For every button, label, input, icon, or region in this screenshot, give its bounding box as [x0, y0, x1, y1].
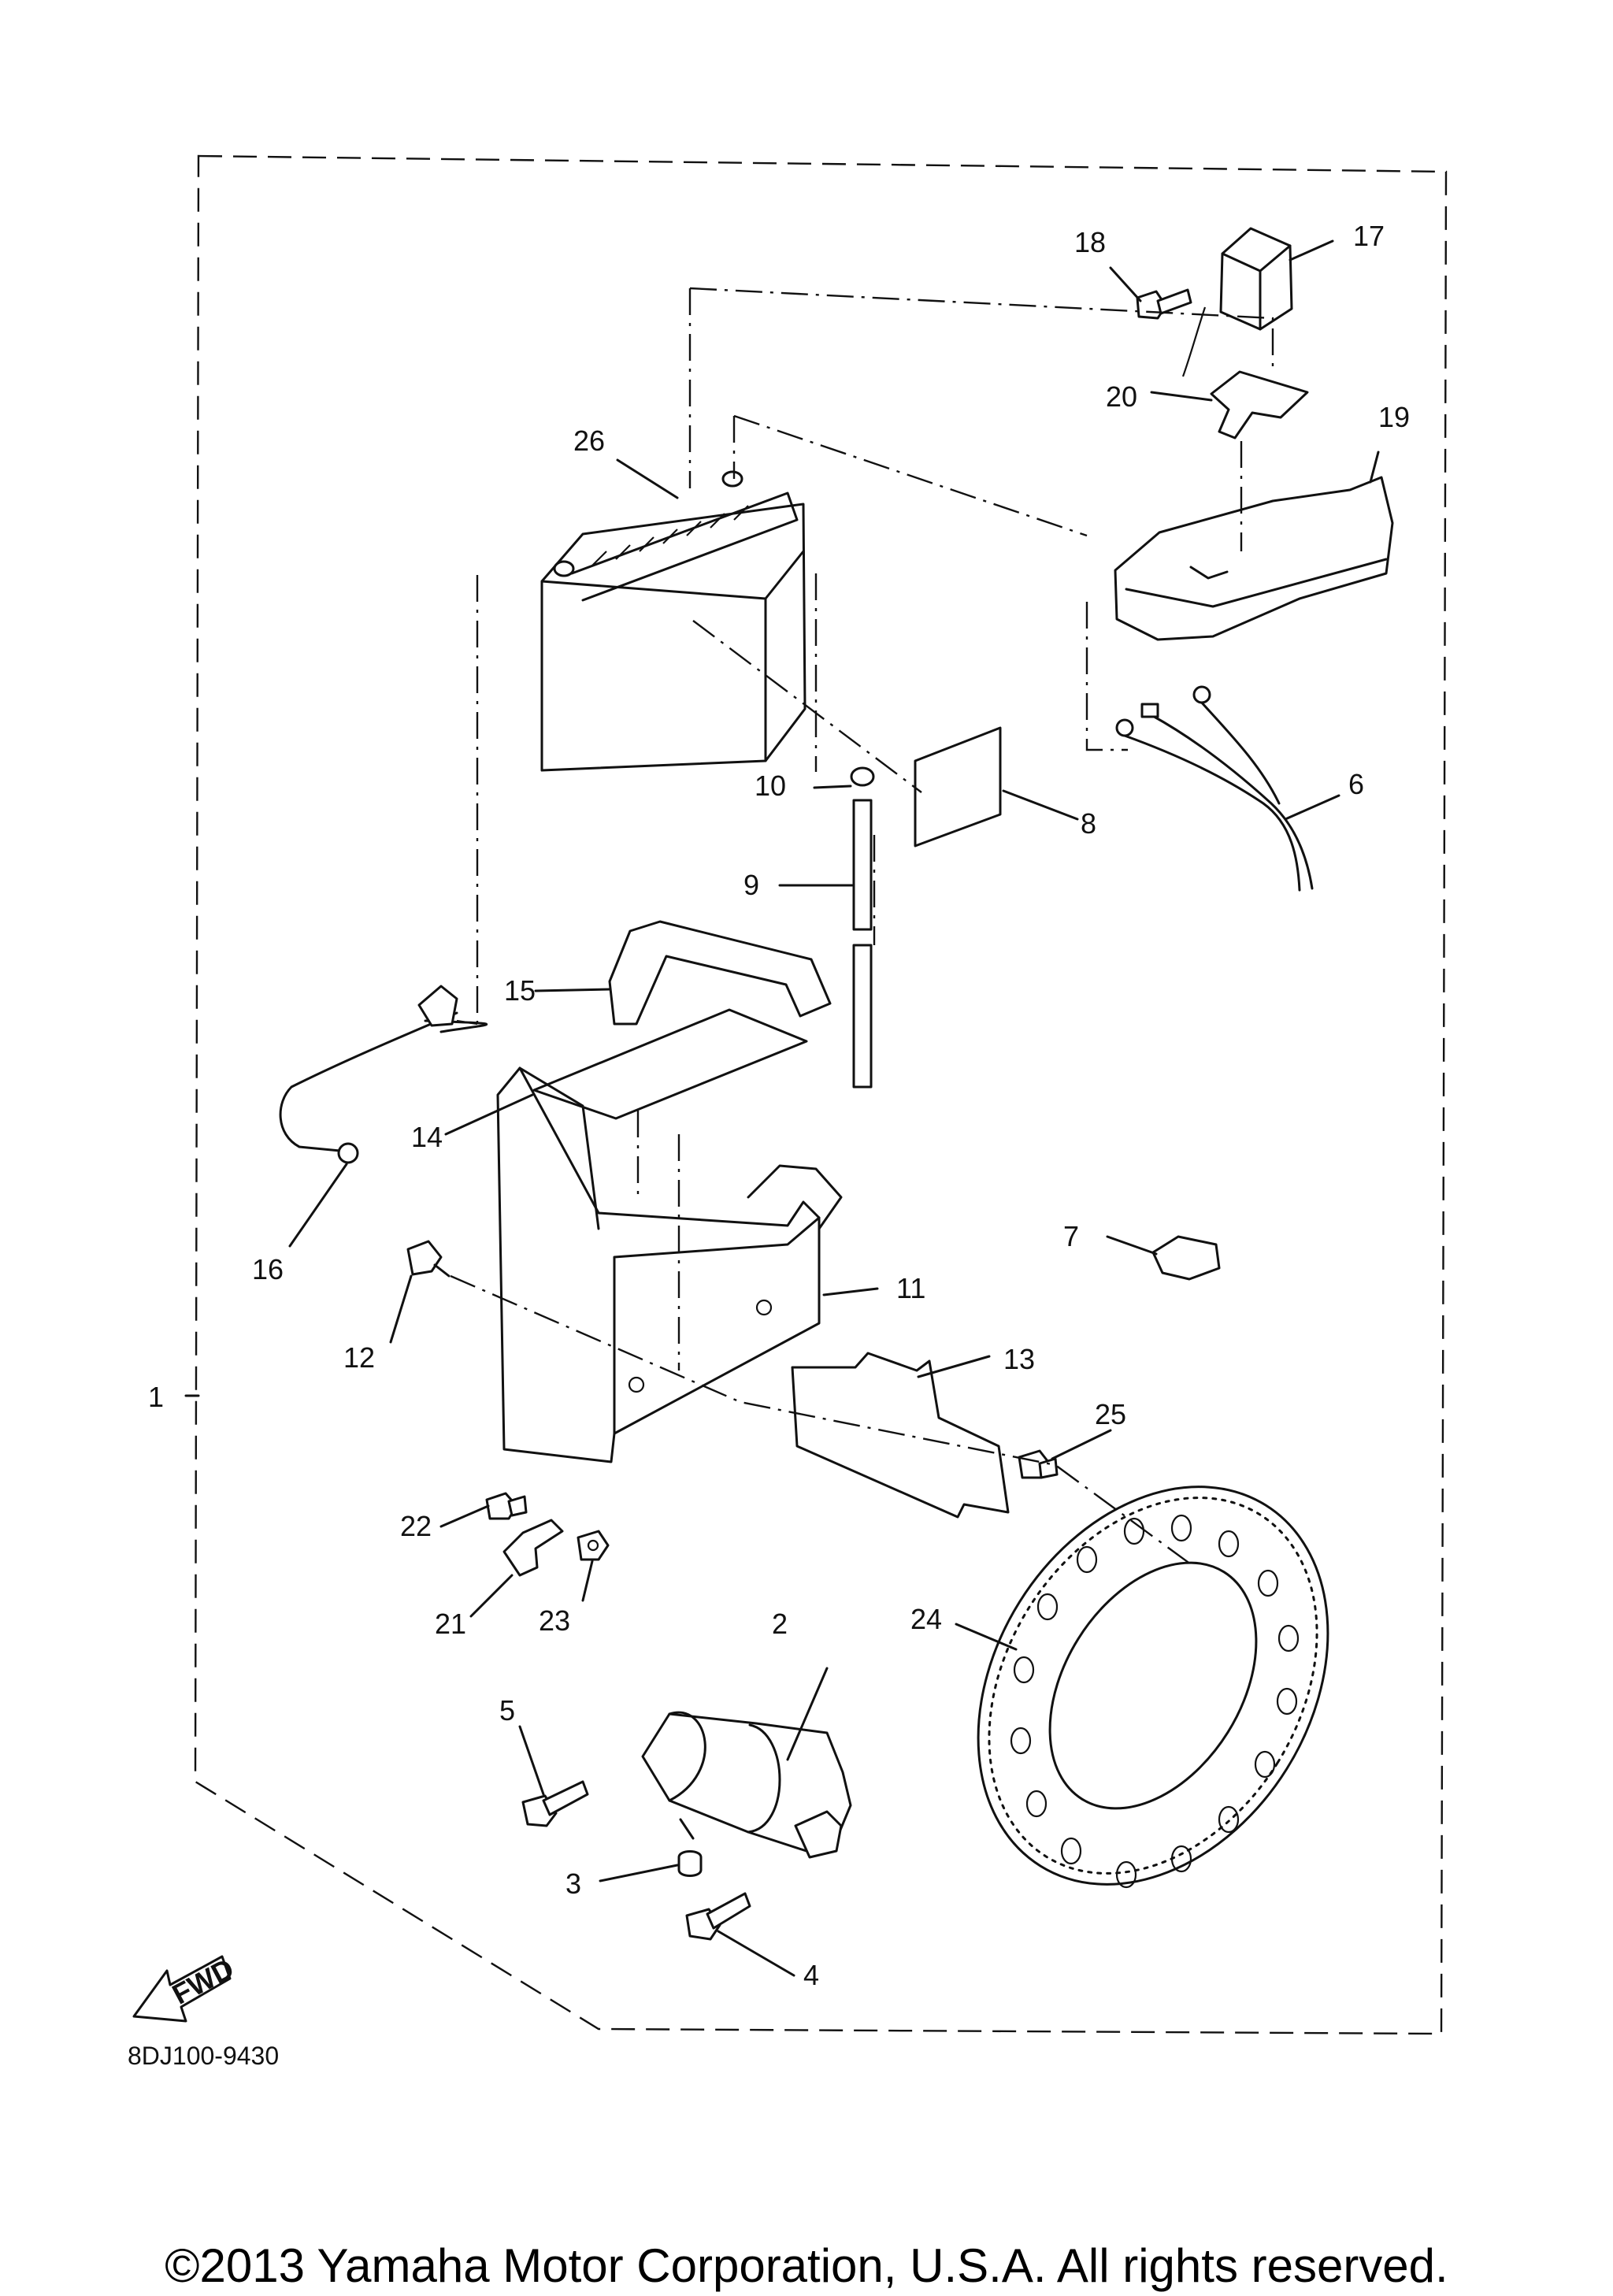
starter-motor: [641, 1711, 852, 1859]
assembly-boundary: [194, 154, 1448, 2035]
heat-protector: [791, 1352, 1010, 1519]
copyright-notice: ©2013 Yamaha Motor Corporation, U.S.A. A…: [165, 2239, 1448, 2292]
minus-lead: [279, 985, 488, 1164]
battery-cover-sheet: [532, 1008, 808, 1120]
callout-4: 4: [803, 1959, 819, 1991]
bolt-22: [485, 1492, 528, 1520]
callout-9: 9: [743, 869, 759, 901]
nut-23: [577, 1530, 610, 1561]
callout-19: 19: [1378, 401, 1410, 433]
battery-pad: [914, 726, 1002, 848]
relay-cover: [1114, 476, 1394, 641]
clamp-7: [1151, 1235, 1221, 1281]
bolt-25: [1018, 1449, 1059, 1479]
callout-7: 7: [1063, 1220, 1079, 1252]
battery-case: [496, 1066, 843, 1463]
fwd-arrow: FWD: [132, 1952, 239, 2023]
callout-8: 8: [1081, 807, 1096, 840]
ring-gear: [977, 1486, 1329, 1889]
callout-11: 11: [896, 1272, 925, 1304]
wire-harness: [1115, 685, 1314, 892]
holder-21: [502, 1519, 564, 1577]
callout-25: 25: [1095, 1398, 1126, 1430]
callout-23: 23: [539, 1604, 570, 1637]
bolt-4: [685, 1892, 751, 1941]
callout-12: 12: [343, 1341, 375, 1374]
callout-2: 2: [772, 1608, 788, 1640]
callout-14: 14: [411, 1121, 443, 1153]
callout-22: 22: [400, 1510, 432, 1542]
leader-lines: [184, 239, 1380, 1977]
bolt-5: [521, 1780, 589, 1827]
callout-3: 3: [565, 1868, 581, 1900]
relay-bracket: [1210, 370, 1309, 440]
explosion-lines: [450, 287, 1274, 1565]
callout-18: 18: [1074, 226, 1106, 258]
callout-10: 10: [755, 770, 786, 802]
callout-20: 20: [1106, 380, 1137, 413]
callout-1: 1: [148, 1381, 164, 1413]
callout-15: 15: [504, 974, 536, 1007]
callouts: 1 2 3 4 5 6 7 8 9 10 11 12 13 14 15 16 1…: [148, 220, 1410, 1991]
breather-pipe: [850, 766, 875, 1089]
callout-24: 24: [910, 1603, 942, 1635]
callout-26: 26: [573, 425, 605, 457]
battery-band: [608, 920, 832, 1026]
callout-6: 6: [1348, 768, 1364, 800]
collar-3: [677, 1850, 703, 1877]
callout-17: 17: [1353, 220, 1385, 252]
starter-relay: [1181, 227, 1293, 377]
svg-text:FWD: FWD: [167, 1952, 239, 2011]
bolt-12: [406, 1240, 451, 1278]
diagram-code: 8DJ100-9430: [128, 2042, 280, 2070]
callout-16: 16: [252, 1253, 284, 1285]
callout-5: 5: [499, 1694, 515, 1727]
callout-13: 13: [1003, 1343, 1035, 1375]
callout-21: 21: [435, 1608, 466, 1640]
battery: [540, 470, 806, 772]
